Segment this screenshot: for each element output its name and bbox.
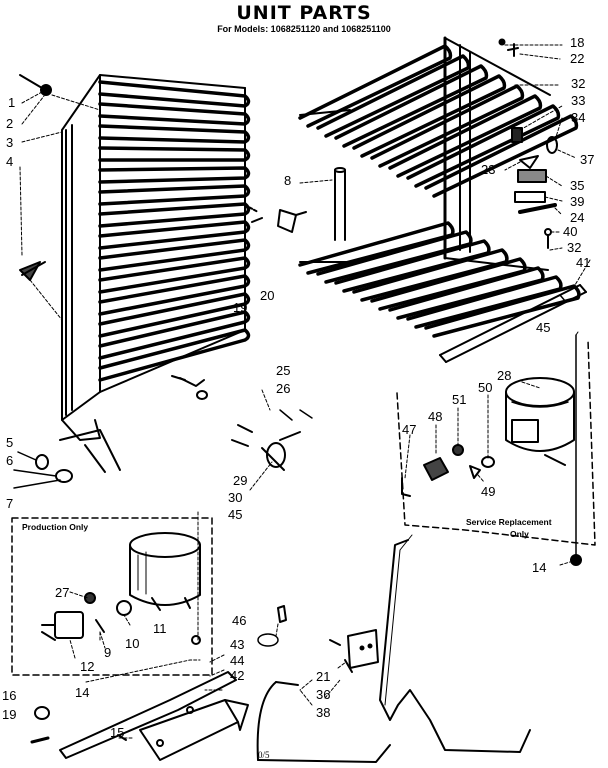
relay-clip-25 [171,375,208,400]
production-compressor [41,532,201,645]
production-leaders [69,511,199,659]
callout-26: 26 [276,381,291,396]
callout-27: 27 [55,585,70,600]
thermostat-part-20 [244,204,307,233]
callout-40: 40 [563,224,578,239]
production-only-box [11,517,213,676]
callout-14-right: 14 [532,560,547,575]
callout-34: 34 [571,110,586,125]
callout-20: 20 [260,288,275,303]
evaporator-coil [298,36,581,338]
callout-49: 49 [481,484,496,499]
callout-25: 25 [276,363,291,378]
callout-47: 47 [402,422,417,437]
callout-46: 46 [232,613,247,628]
callout-15: 15 [110,725,125,740]
callout-3: 3 [6,135,14,150]
production-only-label: Production Only [22,522,89,532]
callout-30: 30 [228,490,243,505]
drier-part-41 [439,284,587,363]
callout-10: 10 [125,636,140,651]
mounting-bracket [59,671,249,761]
evaporator-leaders [504,44,591,286]
callout-42: 42 [230,668,245,683]
callout-6: 6 [6,453,14,468]
callout-1: 1 [8,95,16,110]
callout-29: 29 [233,473,248,488]
evaporator-hardware [498,38,558,249]
service-compressor [505,377,575,466]
callout-19-condenser: 19 [233,300,248,315]
callout-18: 18 [570,35,585,50]
bracket-leaders [85,654,347,739]
callout-2: 2 [6,116,14,131]
callout-16: 16 [2,688,17,703]
clip-part-46 [257,605,287,647]
page-code: 0/5 [258,750,270,760]
callout-36: 36 [316,687,331,702]
callout-44: 44 [230,653,245,668]
tube-part-8 [299,167,346,241]
callout-4: 4 [6,154,14,169]
callout-45-right: 45 [536,320,551,335]
service-replacement-box [396,339,596,546]
condenser-leaders [19,91,101,321]
page-title: UNIT PARTS [236,2,372,24]
callout-51: 51 [452,392,467,407]
callout-5: 5 [6,435,14,450]
callout-12: 12 [80,659,95,674]
callout-14-left: 14 [75,685,90,700]
callout-38: 38 [316,705,331,720]
callout-43: 43 [230,637,245,652]
tube-fitting-29 [231,389,313,491]
callout-48: 48 [428,409,443,424]
service-leaders [404,331,579,566]
service-small-parts [401,334,582,566]
callout-37: 37 [580,152,595,167]
callout-21: 21 [316,669,331,684]
callout-23: 23 [481,162,496,177]
connector-tubing [256,534,531,763]
callout-19-bottom: 19 [2,707,17,722]
callout-33: 33 [571,93,586,108]
callout-28: 28 [497,368,512,383]
callout-32-bottom: 32 [567,240,582,255]
callout-7: 7 [6,496,14,511]
models-subtitle: For Models: 1068251120 and 1068251100 [217,24,391,34]
callout-11: 11 [153,621,167,636]
callout-32-top: 32 [571,76,586,91]
callout-39: 39 [570,194,585,209]
service-replacement-label: Service Replacement [466,517,552,527]
terminal-block-21 [329,629,379,673]
callout-22: 22 [570,51,585,66]
callout-35: 35 [570,178,585,193]
callout-45-middle: 45 [228,507,243,522]
service-replacement-only-label: Only [510,529,529,539]
callout-9: 9 [104,645,112,660]
condenser-coil [59,74,251,473]
condenser-hardware [13,74,73,489]
callout-24: 24 [570,210,585,225]
callout-50: 50 [478,380,493,395]
callout-8: 8 [284,173,292,188]
grommet-part-16 [30,706,50,744]
callout-41: 41 [576,255,591,270]
